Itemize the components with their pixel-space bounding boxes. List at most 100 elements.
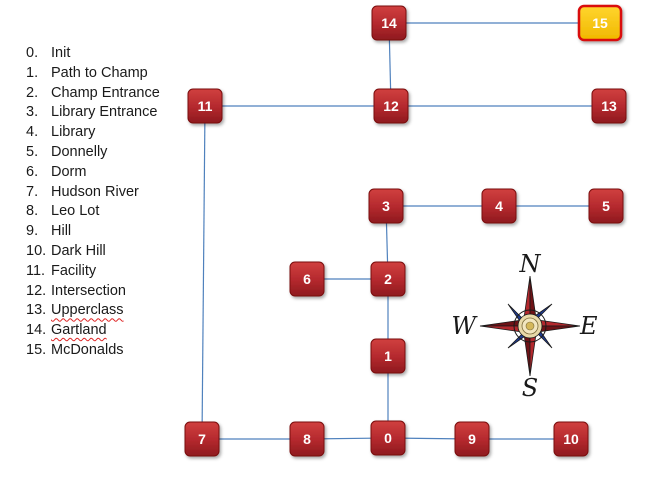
legend-item-number: 15.	[26, 341, 47, 358]
compass-east-label: E	[579, 312, 598, 340]
node-13: 13	[591, 88, 627, 124]
node-box	[184, 421, 220, 457]
node-12: 12	[373, 88, 409, 124]
node-box	[481, 188, 517, 224]
node-10: 10	[553, 421, 589, 457]
node-label: 10	[563, 431, 579, 447]
legend-item: 3.Library Entrance	[26, 103, 160, 123]
legend-item: 4. Library	[26, 123, 160, 143]
node-14: 14	[371, 5, 407, 41]
legend-item-label: Gartland	[51, 322, 107, 339]
legend-item-number: 1.	[26, 64, 39, 81]
node-label: 12	[383, 98, 399, 114]
legend-item-number: 13.	[26, 302, 47, 319]
node-box	[591, 88, 627, 124]
legend-item-label: Library	[51, 124, 96, 141]
legend-item-number: 10.	[26, 242, 47, 259]
node-box	[577, 4, 623, 42]
node-label: 13	[601, 98, 617, 114]
legend-item-label: Hudson River	[51, 183, 139, 200]
node-9: 9	[454, 421, 490, 457]
node-box	[370, 338, 406, 374]
node-label: 11	[198, 98, 213, 114]
legend-item-number: 5.	[26, 143, 39, 160]
legend-item-label: Dorm	[51, 163, 87, 180]
legend-item: 5. Donnelly	[26, 143, 160, 163]
legend-item: 2. Champ Entrance	[26, 84, 160, 104]
node-label: 15	[592, 15, 608, 31]
legend-item-number: 8.	[26, 203, 39, 220]
node-box	[289, 261, 325, 297]
node-7: 7	[184, 421, 220, 457]
legend-item: 7. Hudson River	[26, 183, 160, 203]
node-box	[588, 188, 624, 224]
legend-item-number: 9.	[26, 223, 39, 240]
node-label: 14	[381, 15, 397, 31]
legend-item: 0. Init	[26, 44, 160, 64]
node-15: 15	[577, 4, 623, 42]
node-5: 5	[588, 188, 624, 224]
node-label: 5	[602, 198, 610, 214]
edge-layer	[201, 22, 609, 440]
compass-rose-icon: N S E W	[451, 250, 598, 402]
edge-7-11	[201, 105, 206, 440]
node-label: 7	[198, 431, 206, 447]
legend-item-label: McDonalds	[51, 341, 124, 358]
legend-item-label: Facility	[51, 262, 97, 279]
legend-item-number: 4.	[26, 124, 39, 141]
legend-item-number: 7.	[26, 183, 39, 200]
node-2: 2	[370, 261, 406, 297]
node-8: 8	[289, 421, 325, 457]
legend-item-label: Init	[51, 45, 71, 61]
legend-item: 13.Upperclass	[26, 301, 160, 321]
node-box	[370, 420, 406, 456]
compass-west-label: W	[451, 312, 478, 340]
legend-item-number: 12.	[26, 282, 47, 299]
node-box	[368, 188, 404, 224]
legend-item-label: Leo Lot	[51, 203, 100, 220]
legend-item: 15.McDonalds	[26, 341, 160, 361]
legend-item: 10.Dark Hill	[26, 242, 160, 262]
compass-north-label: N	[519, 250, 542, 278]
legend-item: 8. Leo Lot	[26, 202, 160, 222]
legend-item-number: 11.	[26, 262, 46, 279]
legend-item-label: Dark Hill	[51, 242, 106, 259]
legend-item-number: 3.	[26, 104, 39, 121]
node-label: 9	[468, 431, 476, 447]
legend-item-number: 14.	[26, 322, 47, 339]
node-11: 11	[187, 88, 223, 124]
node-label: 4	[495, 198, 503, 214]
node-label: 1	[384, 348, 392, 364]
node-0: 0	[370, 420, 406, 456]
legend-item: 1. Path to Champ	[26, 64, 160, 84]
node-label: 0	[384, 430, 392, 446]
node-4: 4	[481, 188, 517, 224]
node-label: 6	[303, 271, 311, 287]
node-box	[371, 5, 407, 41]
legend-item-label: Upperclass	[51, 302, 124, 319]
legend-item: 12.Intersection	[26, 282, 160, 302]
node-box	[370, 261, 406, 297]
node-box	[187, 88, 223, 124]
node-3: 3	[368, 188, 404, 224]
node-box	[454, 421, 490, 457]
legend-item-number: 2.	[26, 84, 39, 101]
node-1: 1	[370, 338, 406, 374]
legend-item-label: Path to Champ	[51, 64, 148, 81]
legend-item-label: Intersection	[51, 282, 126, 299]
legend-item-label: Hill	[51, 223, 72, 240]
node-label: 2	[384, 271, 392, 287]
legend-item-number: 6.	[26, 163, 39, 180]
legend-item: 9. Hill	[26, 222, 160, 242]
legend-item-label: Champ Entrance	[51, 84, 160, 101]
node-box	[373, 88, 409, 124]
legend-item-label: Donnelly	[51, 143, 108, 160]
node-label: 8	[303, 431, 311, 447]
legend-item: 14.Gartland	[26, 321, 160, 341]
node-label: 3	[382, 198, 390, 214]
node-6: 6	[289, 261, 325, 297]
legend-item-number: 0.	[26, 45, 39, 61]
